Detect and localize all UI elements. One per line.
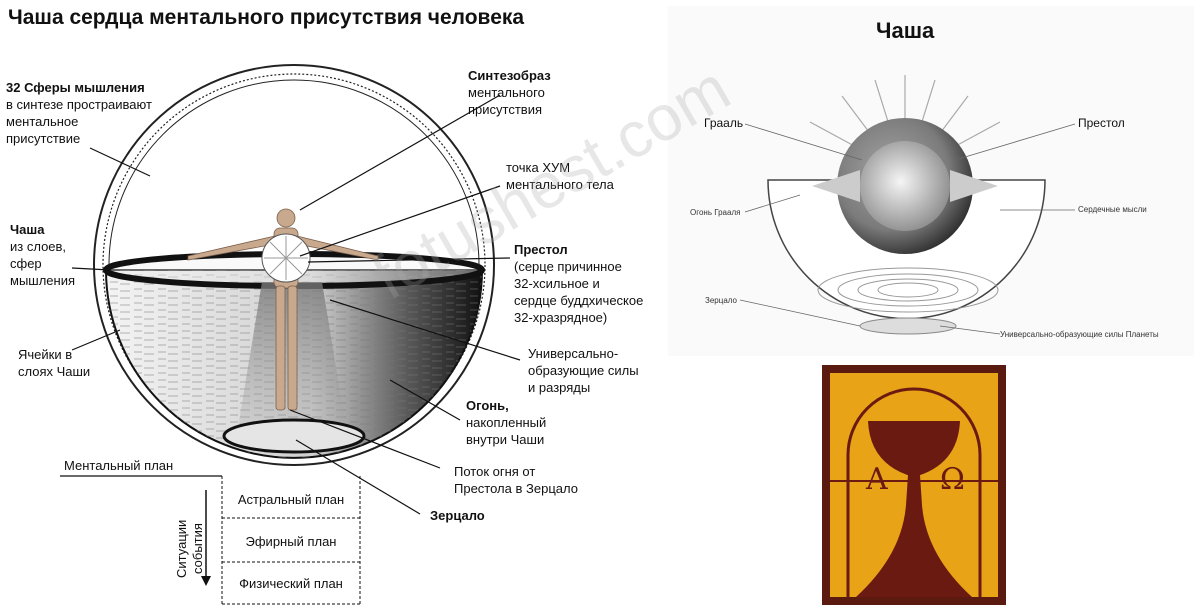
throne-sphere — [261, 233, 311, 283]
label-univ-3: и разряды — [528, 380, 591, 395]
label-cells-2: слоях Чаши — [18, 364, 91, 379]
label-prestol-5: 32-хразрядное) — [514, 310, 608, 325]
alpha-symbol: Α — [865, 462, 888, 497]
mirror-shape — [222, 418, 366, 454]
label-univ-2: образующие силы — [528, 363, 639, 378]
label-prestol-3: 32-хсильное и — [514, 276, 600, 291]
label-mental-plan: Ментальный план — [64, 458, 174, 473]
down-arrowhead — [201, 576, 211, 586]
label-spheres-4: присутствие — [6, 131, 81, 146]
plan-physical: Физический план — [239, 576, 343, 591]
right-title: Чаша — [876, 18, 935, 43]
right-label-graal: Грааль — [704, 116, 744, 130]
omega-symbol: Ω — [940, 462, 965, 497]
chalice-stem — [856, 475, 972, 597]
vertical-label-1: Ситуации — [174, 519, 189, 578]
label-fire-3: внутри Чаши — [466, 432, 545, 447]
label-flow-1: Поток огня от — [454, 464, 536, 479]
leader-lines — [60, 94, 521, 515]
right-label-prestol: Престол — [1078, 116, 1125, 130]
right-diagram-graphics — [668, 6, 1194, 356]
label-fire-1: Огонь, — [466, 398, 509, 413]
label-fire-2: накопленный — [466, 415, 547, 430]
right-label-heart-thoughts: Сердечные мысли — [1078, 205, 1147, 214]
label-sintez-3: присутствия — [468, 102, 543, 117]
label-chasha-1: Чаша — [10, 222, 45, 237]
label-spheres-3: ментальное — [6, 114, 79, 129]
main-title: Чаша сердца ментального присутствия чело… — [8, 6, 525, 29]
label-mirror: Зерцало — [430, 508, 485, 523]
label-sintez-1: Синтезобраз — [468, 68, 551, 83]
label-flow-2: Престола в Зерцало — [454, 481, 578, 496]
vertical-label-2: события — [190, 523, 205, 574]
emblem-arch — [846, 387, 982, 597]
right-label-mirror: Зерцало — [705, 296, 737, 305]
plans-box: Астральный план Эфирный план Физический … — [222, 478, 360, 602]
right-label-fire-graal: Огонь Грааля — [690, 208, 741, 217]
label-hum-2: ментального тела — [506, 177, 614, 192]
label-spheres-1: 32 Сферы мышления — [6, 80, 145, 95]
vertical-label: Ситуации события — [160, 492, 205, 582]
label-chasha-4: мышления — [10, 273, 76, 288]
label-prestol-4: сердце буддхическое — [514, 293, 644, 308]
chalice-emblem-graphic: Α Ω — [822, 365, 1006, 605]
chalice-emblem: Α Ω — [822, 365, 1006, 605]
label-cells-1: Ячейки в — [18, 347, 73, 362]
chalice-cup — [868, 421, 960, 477]
label-spheres-2: в синтезе простраивают — [6, 97, 152, 112]
label-prestol-1: Престол — [514, 242, 568, 257]
plan-astral: Астральный план — [237, 492, 345, 507]
right-label-univ-forces: Универсально-образующие силы Планеты — [1000, 330, 1159, 339]
plans-box-lines — [221, 476, 361, 605]
label-prestol-2: (серце причинное — [514, 259, 622, 274]
label-sintez-2: ментального — [468, 85, 545, 100]
label-chasha-2: из слоев, — [10, 239, 67, 254]
plan-etheric: Эфирный план — [245, 534, 337, 549]
label-chasha-3: сфер — [10, 256, 42, 271]
label-hum-1: точка ХУМ — [506, 160, 571, 175]
label-univ-1: Универсально- — [528, 346, 619, 361]
